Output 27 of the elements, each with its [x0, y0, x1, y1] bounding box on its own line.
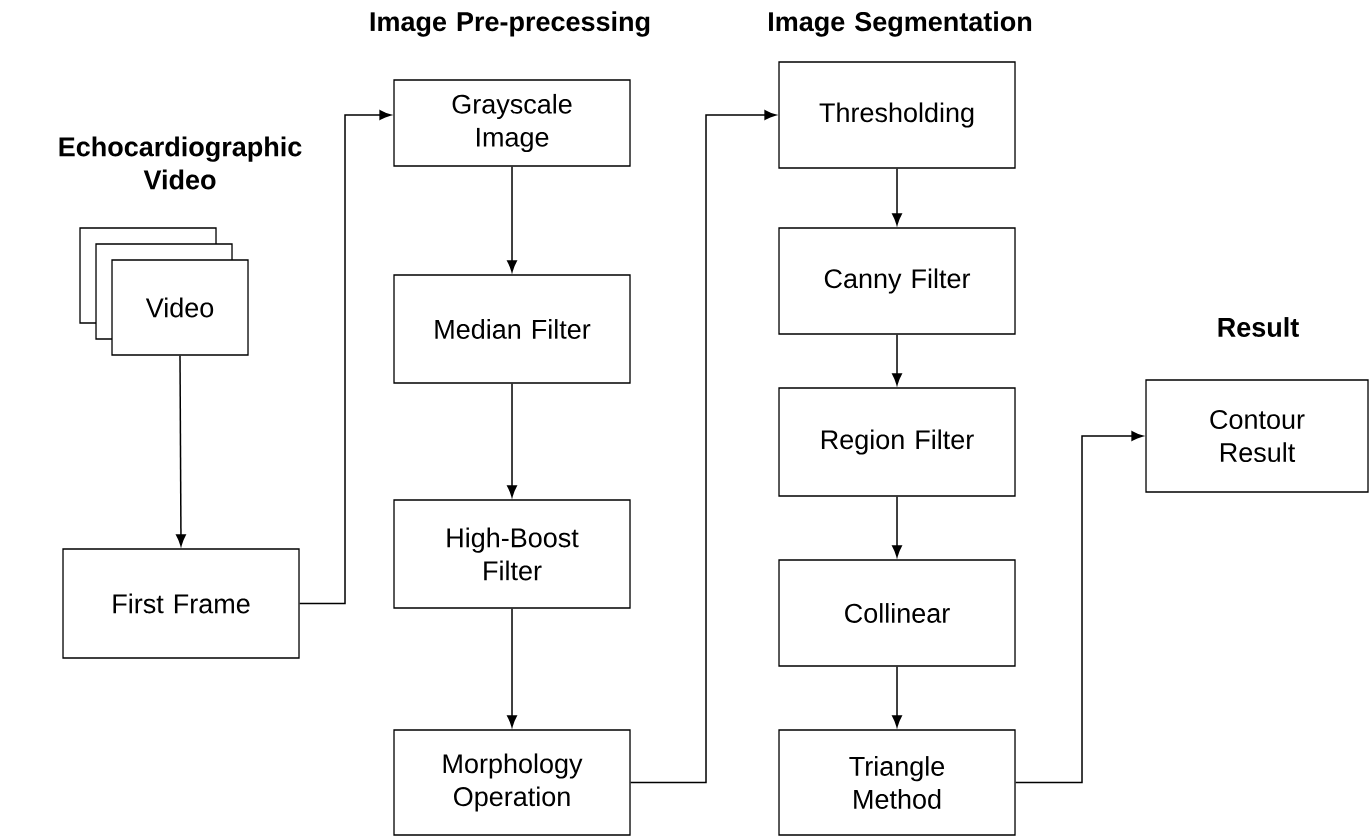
arrow	[892, 167, 902, 226]
arrow	[892, 665, 902, 728]
heading: Result	[1218, 317, 1299, 337]
process-box: Morphology Operation	[393, 729, 631, 836]
process-box: Median Filter	[393, 274, 631, 384]
heading: Echocardiographic Video	[59, 136, 302, 190]
arrow	[1014, 431, 1144, 784]
arrow	[298, 110, 392, 605]
process-box: Canny Filter	[778, 227, 1016, 335]
heading: Image Segmentation	[769, 11, 1032, 37]
process-box: First Frame	[62, 548, 300, 659]
arrow	[507, 607, 517, 728]
arrow	[892, 495, 902, 558]
process-box: High-Boost Filter	[393, 499, 631, 609]
process-box: Region Filter	[778, 387, 1016, 497]
arrow	[629, 110, 777, 784]
stacked-video-box: Video	[79, 227, 249, 356]
arrow	[507, 382, 517, 498]
process-box: Thresholding	[778, 61, 1016, 169]
process-box: Triangle Method	[778, 729, 1016, 836]
heading: Image Pre-precessing	[370, 11, 650, 37]
process-box: Contour Result	[1145, 379, 1369, 493]
arrow	[892, 333, 902, 386]
process-box: Grayscale Image	[393, 79, 631, 167]
arrow	[176, 354, 186, 547]
arrow	[507, 165, 517, 273]
process-box: Collinear	[778, 559, 1016, 667]
